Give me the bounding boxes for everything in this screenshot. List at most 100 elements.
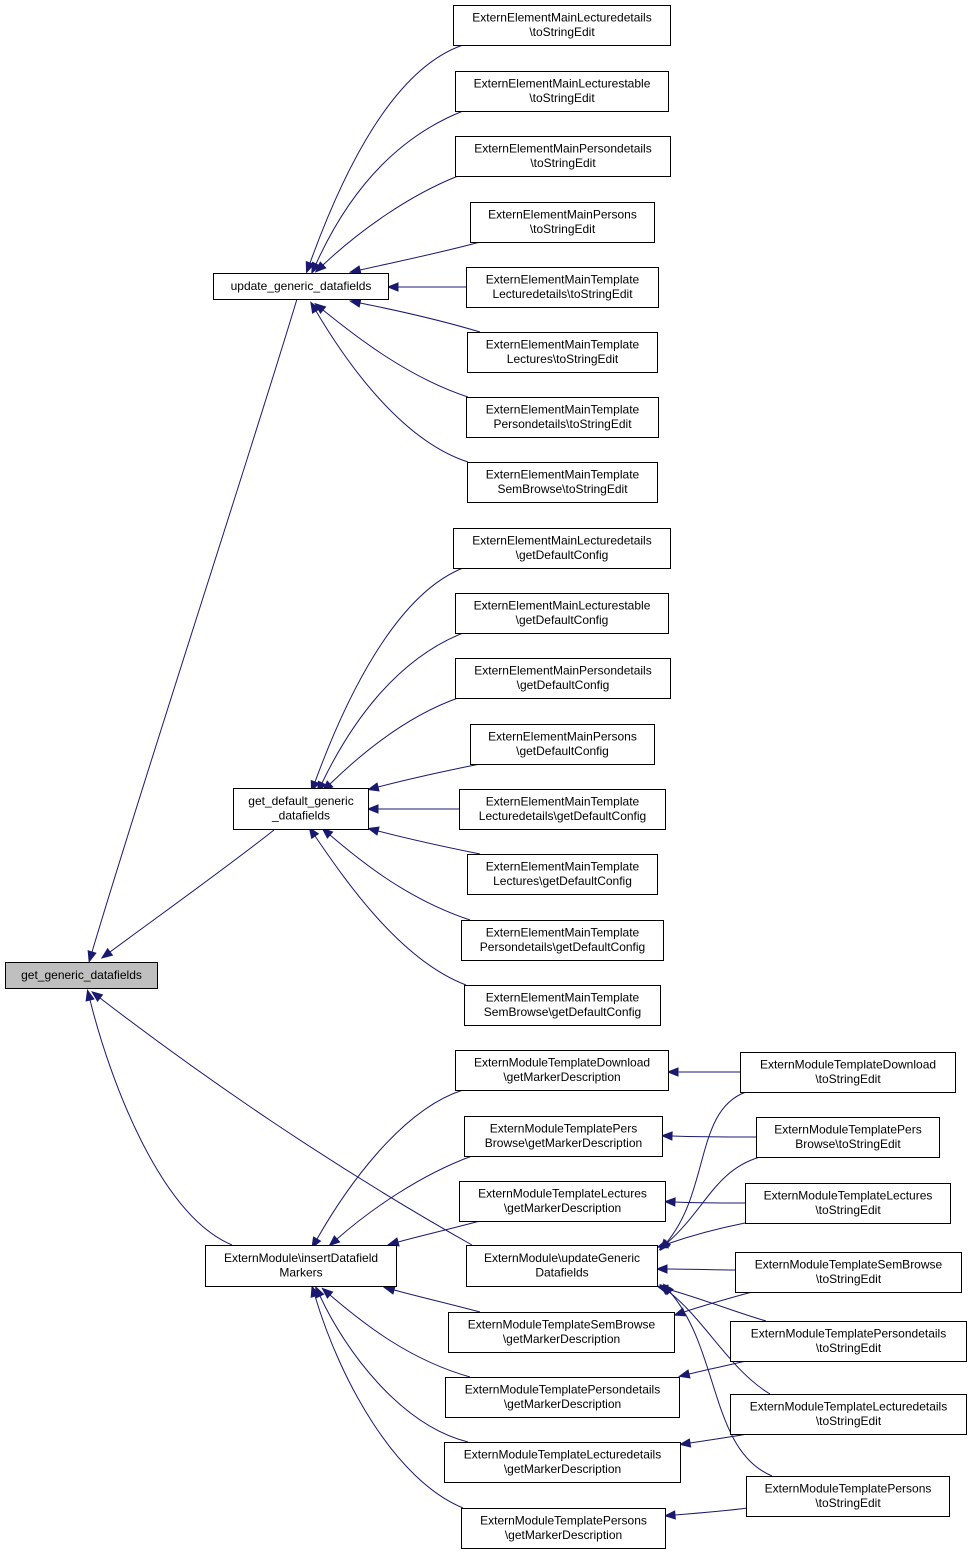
node-box-t5[interactable] <box>730 1321 967 1362</box>
node-box-t1[interactable] <box>740 1052 956 1093</box>
node-m5[interactable]: ExternModuleTemplatePersondetails\getMar… <box>445 1377 680 1418</box>
node-label-m2-line2: Browse\getMarkerDescription <box>485 1136 642 1150</box>
node-box-m7[interactable] <box>461 1508 666 1549</box>
node-box-t6[interactable] <box>730 1394 967 1435</box>
node-label-u7-line2: Persondetails\toStringEdit <box>493 417 632 431</box>
node-root[interactable]: get_generic_datafields <box>5 962 158 989</box>
node-label-t4-line1: ExternModuleTemplateSemBrowse <box>755 1258 943 1272</box>
node-d7[interactable]: ExternElementMainTemplatePersondetails\g… <box>461 920 664 961</box>
node-label-m7-line1: ExternModuleTemplatePersons <box>480 1514 647 1528</box>
node-m2[interactable]: ExternModuleTemplatePersBrowse\getMarker… <box>464 1116 663 1157</box>
arrowhead-m2-to-emi <box>328 1235 341 1247</box>
edge-u7-to-ugd <box>322 309 469 398</box>
arrowhead-m7-to-emi <box>310 1285 320 1298</box>
node-box-m1[interactable] <box>455 1050 669 1091</box>
node-label-d7-line2: Persondetails\getDefaultConfig <box>480 940 645 954</box>
edge-d8-to-gdgd <box>314 835 467 986</box>
node-label-u6-line1: ExternElementMainTemplate <box>486 338 640 352</box>
node-label-emi-line1: ExternModule\insertDatafield <box>224 1251 378 1265</box>
node-label-m1-line1: ExternModuleTemplateDownload <box>474 1056 650 1070</box>
node-box-emi[interactable] <box>205 1245 397 1287</box>
node-box-d5[interactable] <box>459 789 666 830</box>
node-box-d1[interactable] <box>453 528 671 569</box>
node-box-m4[interactable] <box>448 1312 675 1353</box>
edge-t6-to-m6 <box>689 1433 749 1444</box>
node-u8[interactable]: ExternElementMainTemplateSemBrowse\toStr… <box>467 462 658 503</box>
node-d8[interactable]: ExternElementMainTemplateSemBrowse\getDe… <box>464 985 661 1026</box>
node-box-m5[interactable] <box>445 1377 680 1418</box>
node-box-t3[interactable] <box>745 1183 951 1224</box>
node-box-gdgd[interactable] <box>233 788 369 830</box>
arrowhead-d8-to-gdgd <box>308 826 320 840</box>
node-label-d7-line1: ExternElementMainTemplate <box>486 926 640 940</box>
node-u1[interactable]: ExternElementMainLecturedetails\toString… <box>453 5 671 46</box>
edge-u8-to-ugd <box>315 310 469 463</box>
node-t5[interactable]: ExternModuleTemplatePersondetails\toStri… <box>730 1321 967 1362</box>
node-box-ugd[interactable] <box>213 273 389 300</box>
node-box-u1[interactable] <box>453 5 671 46</box>
arrowhead-d7-to-gdgd <box>321 827 334 839</box>
node-box-m6[interactable] <box>444 1442 681 1483</box>
node-box-u3[interactable] <box>455 136 671 177</box>
node-box-u8[interactable] <box>467 462 658 503</box>
node-box-emu[interactable] <box>466 1245 658 1287</box>
node-box-root[interactable] <box>5 962 158 989</box>
node-box-t4[interactable] <box>735 1252 962 1293</box>
node-label-t7-line1: ExternModuleTemplatePersons <box>765 1482 932 1496</box>
node-ugd[interactable]: update_generic_datafields <box>213 273 389 300</box>
node-t1[interactable]: ExternModuleTemplateDownload\toStringEdi… <box>740 1052 956 1093</box>
edge-t1-to-emu <box>666 1091 747 1243</box>
node-box-m2[interactable] <box>464 1116 663 1157</box>
arrowhead-d5-to-gdgd <box>366 804 379 814</box>
node-d2[interactable]: ExternElementMainLecturestable\getDefaul… <box>455 593 669 634</box>
node-u6[interactable]: ExternElementMainTemplateLectures\toStri… <box>467 332 658 373</box>
node-box-u7[interactable] <box>466 397 659 438</box>
edge-ugd-to-root <box>91 298 298 953</box>
node-box-u6[interactable] <box>467 332 658 373</box>
node-box-t7[interactable] <box>746 1476 950 1517</box>
node-d1[interactable]: ExternElementMainLecturedetails\getDefau… <box>453 528 671 569</box>
node-label-d1-line1: ExternElementMainLecturedetails <box>472 534 651 548</box>
node-m4[interactable]: ExternModuleTemplateSemBrowse\getMarkerD… <box>448 1312 675 1353</box>
node-box-d3[interactable] <box>455 658 671 699</box>
node-box-d2[interactable] <box>455 593 669 634</box>
node-u2[interactable]: ExternElementMainLecturestable\toStringE… <box>455 71 669 112</box>
edge-t5-to-m5 <box>688 1360 747 1375</box>
node-u7[interactable]: ExternElementMainTemplatePersondetails\t… <box>466 397 659 438</box>
node-u4[interactable]: ExternElementMainPersons\toStringEdit <box>470 202 655 243</box>
node-t4[interactable]: ExternModuleTemplateSemBrowse\toStringEd… <box>735 1252 962 1293</box>
node-d5[interactable]: ExternElementMainTemplateLecturedetails\… <box>459 789 666 830</box>
node-d6[interactable]: ExternElementMainTemplateLectures\getDef… <box>467 854 658 895</box>
node-box-d6[interactable] <box>467 854 658 895</box>
node-box-u2[interactable] <box>455 71 669 112</box>
node-label-d2-line2: \getDefaultConfig <box>516 613 609 627</box>
node-box-d7[interactable] <box>461 920 664 961</box>
node-d3[interactable]: ExternElementMainPersondetails\getDefaul… <box>455 658 671 699</box>
edge-t7-to-emu <box>669 1291 773 1477</box>
node-box-t2[interactable] <box>756 1117 940 1158</box>
node-gdgd[interactable]: get_default_generic_datafields <box>233 788 369 830</box>
node-box-m3[interactable] <box>459 1181 666 1222</box>
node-box-d4[interactable] <box>470 724 655 765</box>
node-box-d8[interactable] <box>464 985 661 1026</box>
node-label-u3-line1: ExternElementMainPersondetails <box>474 142 651 156</box>
node-t2[interactable]: ExternModuleTemplatePersBrowse\toStringE… <box>756 1117 940 1158</box>
edge-t2-to-m2 <box>671 1135 757 1138</box>
node-m7[interactable]: ExternModuleTemplatePersons\getMarkerDes… <box>461 1508 666 1549</box>
node-u3[interactable]: ExternElementMainPersondetails\toStringE… <box>455 136 671 177</box>
node-m1[interactable]: ExternModuleTemplateDownload\getMarkerDe… <box>455 1050 669 1091</box>
node-label-d2-line1: ExternElementMainLecturestable <box>474 599 651 613</box>
node-d4[interactable]: ExternElementMainPersons\getDefaultConfi… <box>470 724 655 765</box>
node-box-u4[interactable] <box>470 202 655 243</box>
node-box-u5[interactable] <box>466 267 659 308</box>
node-m3[interactable]: ExternModuleTemplateLectures\getMarkerDe… <box>459 1181 666 1222</box>
node-t3[interactable]: ExternModuleTemplateLectures\toStringEdi… <box>745 1183 951 1224</box>
node-t6[interactable]: ExternModuleTemplateLecturedetails\toStr… <box>730 1394 967 1435</box>
node-label-ugd-line1: update_generic_datafields <box>231 279 372 293</box>
edge-u1-to-ugd <box>309 44 464 264</box>
node-u5[interactable]: ExternElementMainTemplateLecturedetails\… <box>466 267 659 308</box>
node-m6[interactable]: ExternModuleTemplateLecturedetails\getMa… <box>444 1442 681 1483</box>
node-t7[interactable]: ExternModuleTemplatePersons\toStringEdit <box>746 1476 950 1517</box>
